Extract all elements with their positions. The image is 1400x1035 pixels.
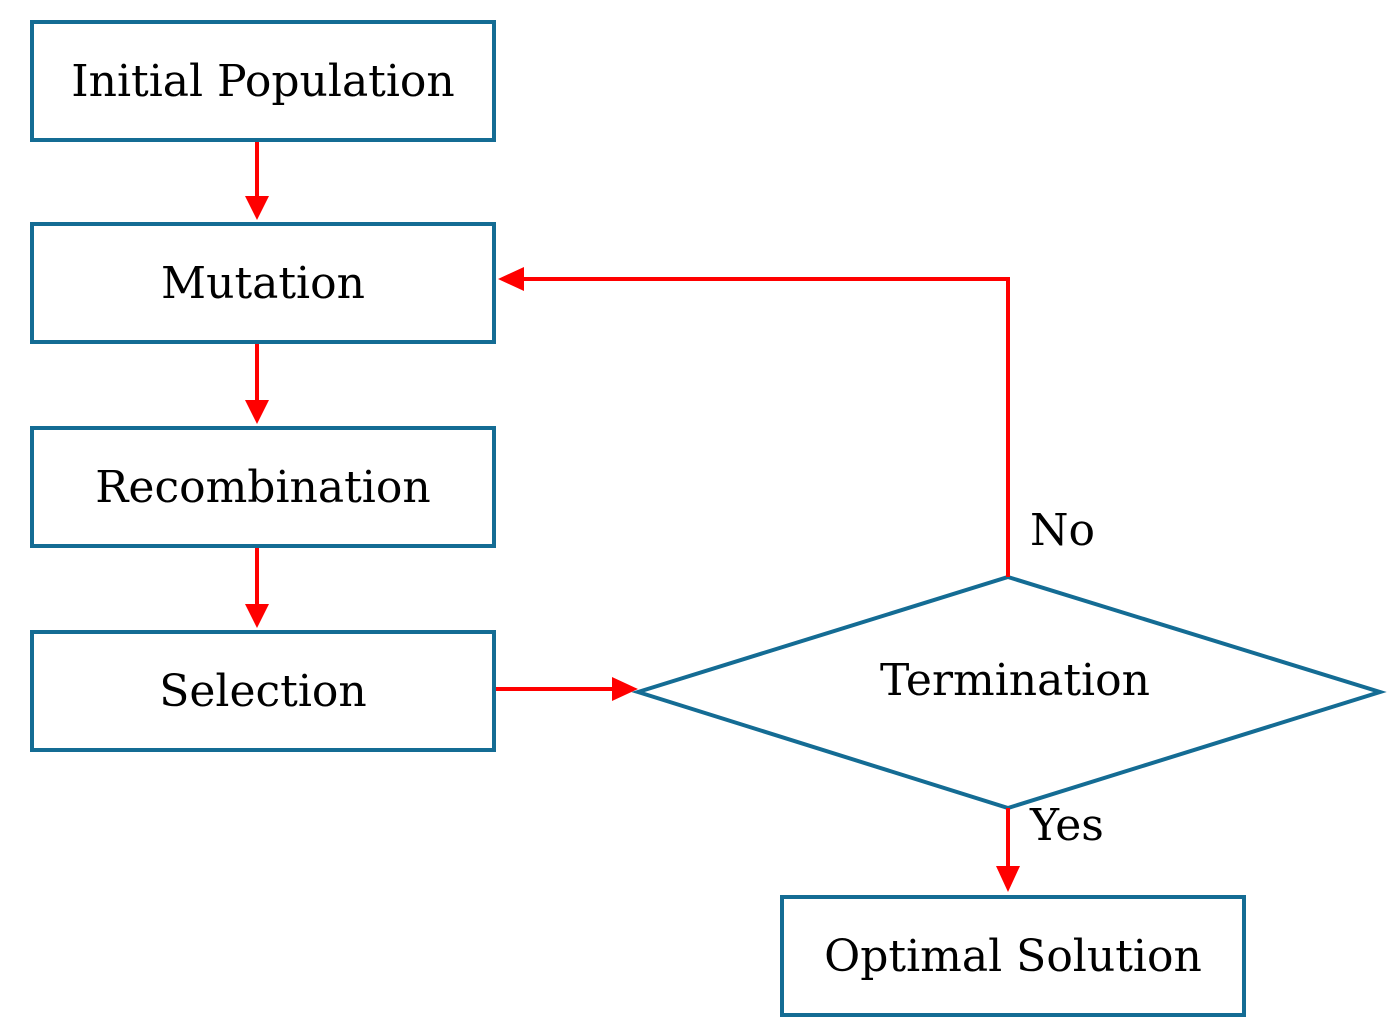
yes-branch-label: Yes [1030, 800, 1104, 851]
optimal-solution-box: Optimal Solution [780, 895, 1246, 1017]
selection-box: Selection [30, 630, 496, 752]
mutation-label: Mutation [161, 257, 365, 309]
mutation-box: Mutation [30, 222, 496, 344]
initial-population-box: Initial Population [30, 20, 496, 142]
recombination-box: Recombination [30, 426, 496, 548]
optimal-solution-label: Optimal Solution [824, 930, 1202, 982]
arrow-mutation-to-recombination [245, 344, 269, 424]
termination-label: Termination [880, 655, 1150, 706]
arrow-termination-yes-to-optimal [996, 808, 1020, 892]
arrow-selection-to-termination [496, 677, 638, 701]
selection-label: Selection [159, 665, 367, 717]
arrow-recombination-to-selection [245, 548, 269, 628]
recombination-label: Recombination [95, 461, 431, 513]
no-branch-label: No [1030, 505, 1095, 556]
arrow-initial-to-mutation [245, 142, 269, 220]
initial-population-label: Initial Population [71, 55, 455, 107]
arrow-termination-no-to-mutation [498, 267, 1010, 577]
